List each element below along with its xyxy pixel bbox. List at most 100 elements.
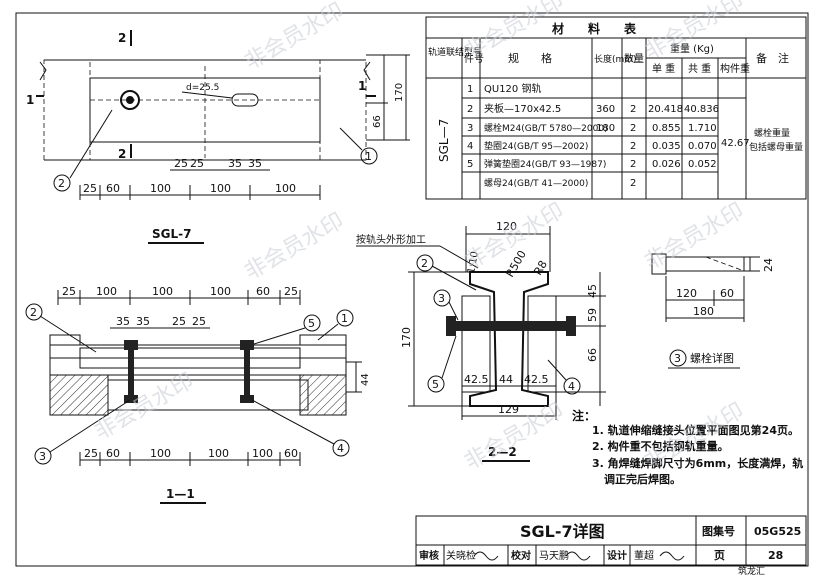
plan-dim-right-0: 170 <box>394 83 405 102</box>
svg-text:非会员水印: 非会员水印 <box>641 0 749 65</box>
svg-text:2: 2 <box>467 104 473 115</box>
plan-dim-bolt-1: 25 <box>190 157 204 170</box>
svg-text:2: 2 <box>630 123 636 134</box>
svg-text:360: 360 <box>596 104 615 115</box>
elev-dim-top-2: 100 <box>152 285 173 298</box>
elev-dim-bottom-1: 60 <box>106 447 120 460</box>
section-dim-right-1: 59 <box>586 308 599 322</box>
svg-text:非会员水印: 非会员水印 <box>241 0 349 75</box>
th-length: 长度(mm) <box>594 53 637 65</box>
page-label: 页 <box>714 549 725 562</box>
bolt-dim-1: 60 <box>720 287 734 300</box>
plan-dim-bottom-3: 100 <box>210 182 231 195</box>
elevation-view: 25 100 100 100 60 25 35 35 25 25 <box>25 285 371 504</box>
svg-text:1: 1 <box>341 312 348 325</box>
bolt-detail: 24 120 60 180 3 螺栓详图 <box>651 253 775 369</box>
elev-dim-bottom-2: 100 <box>150 447 171 460</box>
svg-text:1: 1 <box>365 150 372 163</box>
bolt-dim-2: 180 <box>693 305 714 318</box>
svg-text:3: 3 <box>467 123 473 134</box>
section-dim-bottom-2: 42.5 <box>524 373 549 386</box>
svg-text:0.052: 0.052 <box>688 159 717 170</box>
signature-scribble <box>473 551 685 561</box>
svg-text:5: 5 <box>467 159 473 170</box>
th-item: 件号 <box>464 53 484 65</box>
plan-dim-bolt-0: 25 <box>174 157 188 170</box>
atlas-value: 05G525 <box>754 525 801 538</box>
svg-text:0.026: 0.026 <box>652 159 681 170</box>
section-dim-top-0: 120 <box>496 220 517 233</box>
elev-callout-3 <box>34 447 52 465</box>
svg-text:弹簧垫圈24(GB/T 93—1987): 弹簧垫圈24(GB/T 93—1987) <box>484 158 606 170</box>
bolt-detail-label: 螺栓详图 <box>690 351 734 365</box>
elev-rail-web <box>49 344 347 376</box>
table-row: 2 夹板—170x42.5 360 2 20.418 40.836 <box>467 102 719 115</box>
page-number: 28 <box>768 549 783 562</box>
svg-text:4: 4 <box>568 380 575 393</box>
svg-text:垫圈24(GB/T 95—2002): 垫圈24(GB/T 95—2002) <box>484 140 588 152</box>
elev-splice-plate <box>79 347 301 369</box>
svg-text:2: 2 <box>58 177 65 190</box>
plan-rail-right <box>319 59 367 161</box>
svg-text:2: 2 <box>30 306 37 319</box>
elev-dim-top-3: 100 <box>210 285 231 298</box>
table-remark-0: 螺栓重量 <box>754 127 790 139</box>
elev-view-label: 1—1 <box>166 487 195 501</box>
th-total-weight: 共 重 <box>688 62 711 75</box>
elev-dim-top-0: 25 <box>62 285 76 298</box>
review-label: 审核 <box>419 549 439 562</box>
th-member-weight: 构件重 <box>720 62 750 75</box>
section-callout-4 <box>563 377 581 395</box>
plan-callout-1 <box>360 147 378 165</box>
section-view-label: 2—2 <box>488 445 517 459</box>
table-row: 5 弹簧垫圈24(GB/T 93—1987) 2 0.026 0.052 <box>467 158 717 170</box>
section-callout-2 <box>416 254 434 272</box>
plan-dim-bottom-2: 100 <box>150 182 171 195</box>
svg-text:180: 180 <box>596 123 615 134</box>
atlas-label: 图集号 <box>702 524 735 538</box>
svg-text:0.070: 0.070 <box>688 141 717 152</box>
bolt-dim-3: 24 <box>762 258 775 272</box>
svg-text:4: 4 <box>467 141 473 152</box>
material-table: 材 料 表 轨道联结型号 件号 规 格 长度(mm) 数量 重量 (Kg) 单 … <box>425 16 807 200</box>
elev-base-right <box>299 374 347 416</box>
elev-dim-bottom-3: 100 <box>208 447 229 460</box>
elev-dim-top2-0: 35 <box>116 315 130 328</box>
svg-text:2: 2 <box>421 257 428 270</box>
plan-dim-bottom-0: 25 <box>83 182 97 195</box>
notes: 注： 1. 轨道伸缩缝接头位置平面图见第24页。 2. 构件重不包括钢轨重量。 … <box>572 408 803 486</box>
svg-text:3: 3 <box>438 292 445 305</box>
section-dim-total-0: 129 <box>498 403 519 416</box>
svg-text:4: 4 <box>337 442 344 455</box>
section-radius-1: R8 <box>531 258 550 277</box>
table-row: 螺母24(GB/T 41—2000) 2 <box>484 178 636 189</box>
elev-dim-top2-1: 35 <box>136 315 150 328</box>
th-weight: 重量 (Kg) <box>670 42 714 55</box>
svg-text:2: 2 <box>630 141 636 152</box>
plan-view-label: SGL-7 <box>152 227 191 241</box>
section-dim-bottom-0: 42.5 <box>464 373 489 386</box>
section-slope: 1:10 <box>466 250 481 274</box>
footer-logo: 筑龙汇 <box>738 565 765 577</box>
notes-title: 注： <box>572 408 596 423</box>
plan-side-mark-left: 1 <box>26 93 34 107</box>
svg-text:3: 3 <box>674 352 681 365</box>
svg-text:螺栓M24(GB/T 5780—2000): 螺栓M24(GB/T 5780—2000) <box>484 122 608 134</box>
plan-side-mark-right: 1 <box>358 79 366 93</box>
section-dim-left-0: 170 <box>400 327 413 348</box>
elev-dim-top-5: 25 <box>284 285 298 298</box>
plan-hole-note: d=25.5 <box>186 83 219 93</box>
svg-text:QU120 钢轨: QU120 钢轨 <box>484 82 541 95</box>
svg-text:非会员水印: 非会员水印 <box>241 209 349 286</box>
plan-dim-bottom-4: 100 <box>275 182 296 195</box>
table-row: 1 QU120 钢轨 <box>467 82 541 95</box>
plan-dim-bolt-3: 35 <box>248 157 262 170</box>
design-label: 设计 <box>607 549 627 562</box>
elev-base-left <box>49 374 109 416</box>
svg-text:20.418: 20.418 <box>648 104 683 115</box>
plan-dim-right-1: 66 <box>372 115 383 128</box>
drawing-title: SGL-7详图 <box>520 522 605 541</box>
drawing-frame <box>15 12 809 567</box>
design-name: 董超 <box>634 549 654 562</box>
section-callout-5 <box>427 375 445 393</box>
